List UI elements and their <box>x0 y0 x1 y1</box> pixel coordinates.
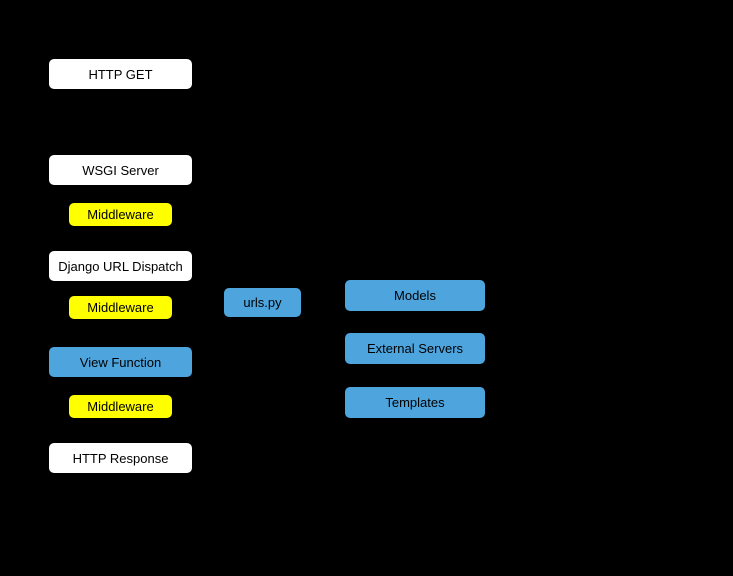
node-models: Models <box>344 279 486 312</box>
node-middleware-request-1: Middleware <box>68 202 173 227</box>
node-middleware-request-2: Middleware <box>68 295 173 320</box>
node-middleware-response: Middleware <box>68 394 173 419</box>
node-urls-py: urls.py <box>223 287 302 318</box>
node-templates: Templates <box>344 386 486 419</box>
node-http-get: HTTP GET <box>48 58 193 90</box>
node-django-url-dispatch: Django URL Dispatch <box>48 250 193 282</box>
node-view-function: View Function <box>48 346 193 378</box>
node-http-response: HTTP Response <box>48 442 193 474</box>
node-wsgi-server: WSGI Server <box>48 154 193 186</box>
node-external-servers: External Servers <box>344 332 486 365</box>
